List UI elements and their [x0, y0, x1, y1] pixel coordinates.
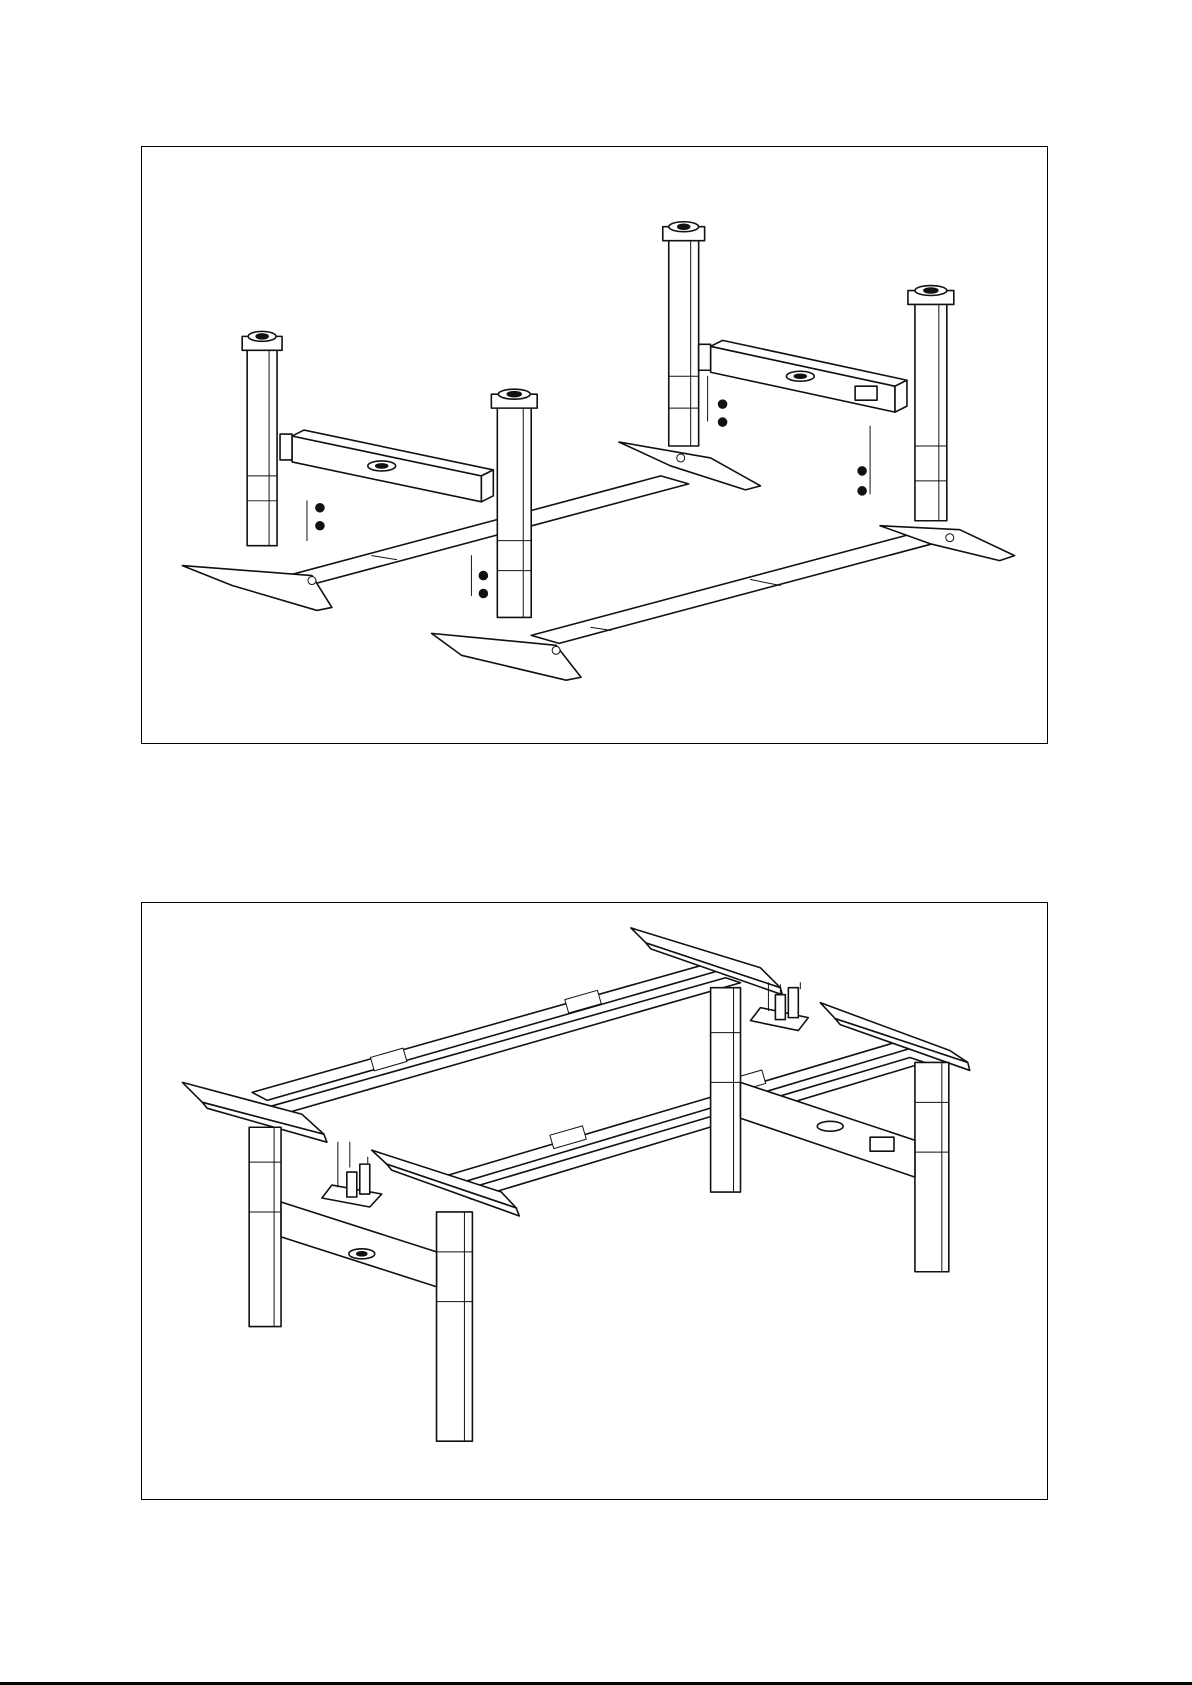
assembly-figure-2 [141, 902, 1048, 1500]
crossbar-left [280, 430, 493, 502]
leg-back-right [711, 988, 741, 1192]
assembly-drawing-1 [142, 147, 1047, 743]
leg-front-right [908, 286, 954, 521]
screws-front-right [858, 426, 870, 495]
screws-back-right [708, 376, 727, 426]
base-rail-front [531, 532, 948, 644]
assembly-figure-1 [141, 146, 1048, 744]
leg-front-left [491, 389, 537, 617]
leg-back-left [242, 331, 282, 545]
leg-front-left [437, 1212, 473, 1441]
crossbar-right [699, 340, 907, 412]
leg-back-left [249, 1127, 281, 1326]
assembly-drawing-2 [142, 903, 1047, 1499]
screws-center [471, 556, 487, 598]
crossbar-right [741, 1082, 915, 1177]
leg-front-right [915, 1062, 949, 1271]
crossbar-left [281, 1202, 436, 1287]
leg-back-right [663, 222, 705, 446]
top-rail-back [252, 963, 740, 1114]
screws-left [307, 501, 324, 541]
